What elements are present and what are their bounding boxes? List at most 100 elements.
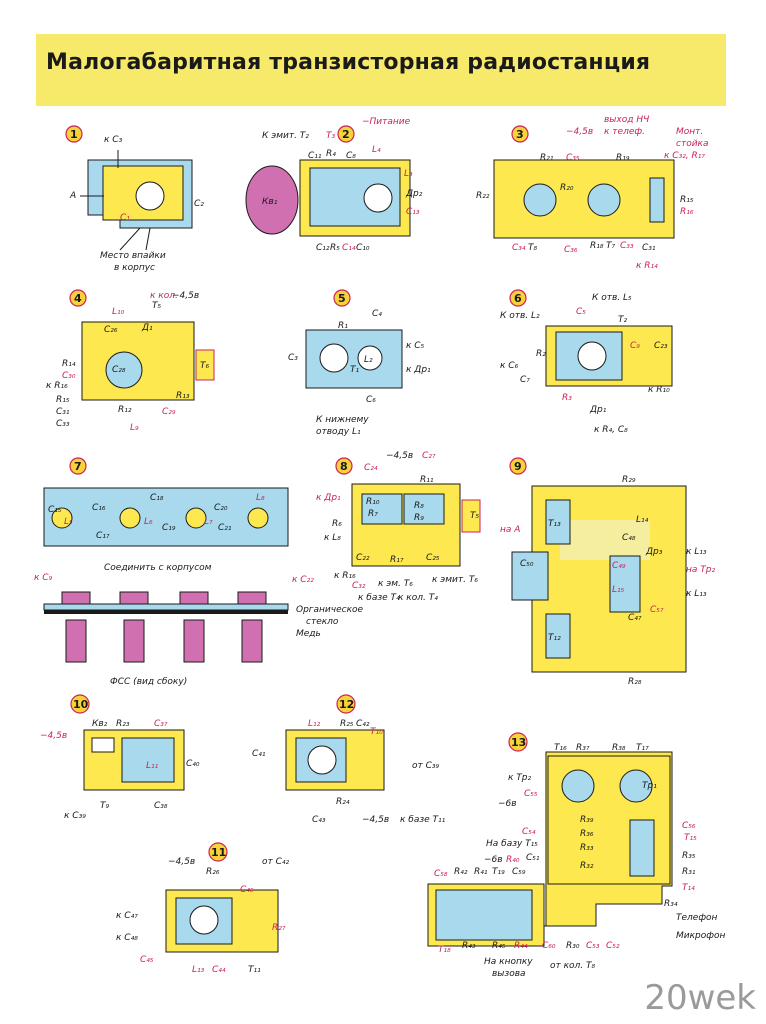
label: R₁₁ xyxy=(420,475,434,485)
label: R₂₃ xyxy=(116,719,130,729)
filter-body xyxy=(123,619,145,663)
label: C₅₀ xyxy=(520,559,534,569)
label: −4,5в xyxy=(386,451,413,461)
panel-3: 3 выход НЧ к телеф. −4,5в R₂₁ C₃₅ R₁₉ Мо… xyxy=(476,115,709,271)
transistor-t13 xyxy=(545,499,571,545)
label: C₂₆ xyxy=(104,325,118,335)
label: C₁₇ xyxy=(96,531,110,541)
panel-number-badge xyxy=(70,694,90,714)
label: C₂₈ xyxy=(112,365,126,375)
label: C₁₉ xyxy=(162,523,176,533)
panel-number: 13 xyxy=(511,736,526,749)
label: −4,5в xyxy=(362,815,389,825)
panel-number: 6 xyxy=(514,292,522,305)
label: C₄₄ xyxy=(212,965,226,975)
panel-12: 12 L₁₂ R₂₅ C₄₂ T₁₀ C₄₁ от C₃₉ R₂₄ C₄₃ −4… xyxy=(252,694,446,825)
panel-number-badge xyxy=(335,457,353,475)
board-blue xyxy=(361,493,403,525)
label: Органическое xyxy=(296,605,364,615)
crystal-kv1 xyxy=(245,165,299,235)
label: T₁₈ xyxy=(438,945,451,955)
label: C₂₂ xyxy=(356,553,370,563)
label: R₄₁ xyxy=(474,867,488,877)
label: −Питание xyxy=(362,117,411,127)
label: L₁₅ xyxy=(612,585,625,595)
label: к телеф. xyxy=(604,127,645,137)
label: к L₁₃ xyxy=(686,547,707,557)
label: −6в xyxy=(498,799,517,809)
label: C₁₀ xyxy=(356,243,370,253)
capacitor-c49 xyxy=(609,555,641,613)
label: К отв. L₅ xyxy=(592,293,632,303)
label: Микрофон xyxy=(676,931,725,941)
label: R₂₄ xyxy=(336,797,350,807)
label: R₅ xyxy=(330,243,340,253)
label: C₃₄ xyxy=(512,243,526,253)
label: R₁₄ xyxy=(62,359,76,369)
label: к C₂₂ xyxy=(292,575,314,585)
label: ФСС (вид сбоку) xyxy=(110,677,187,687)
panel-number-badge xyxy=(69,289,87,307)
label: −4,5в xyxy=(172,291,199,301)
coil-l7 xyxy=(185,507,207,529)
label: от кол. T₈ xyxy=(550,961,596,971)
label: C₃₇ xyxy=(154,719,168,729)
label: C₂₅ xyxy=(426,553,440,563)
label: вызова xyxy=(492,969,526,979)
coil-l13 xyxy=(189,905,219,935)
label: C₃₆ xyxy=(564,245,578,255)
label: Кв₂ xyxy=(92,719,108,729)
panel-6: 6 К отв. L₅ К отв. L₂ C₅ T₂ C₉ C₂₃ R₂ к … xyxy=(500,289,673,435)
transistor-t12 xyxy=(545,613,571,659)
label: R₂₉ xyxy=(622,475,636,485)
label: К отв. L₂ xyxy=(500,311,540,321)
label: к базе T₄ xyxy=(358,593,400,603)
label: T₁ xyxy=(350,365,359,375)
label: T₁₄ xyxy=(682,883,695,893)
panel-number-badge xyxy=(336,694,356,714)
label: R₃ xyxy=(562,393,572,403)
label: −4,5в xyxy=(168,857,195,867)
label: к Др₁ xyxy=(406,365,431,375)
label: C₄₇ xyxy=(628,613,642,623)
glass-layer xyxy=(43,603,289,611)
label: R₂ xyxy=(536,349,546,359)
filter-cap xyxy=(119,591,149,605)
label: Др₁ xyxy=(589,405,607,415)
board-blue xyxy=(43,487,289,547)
label: C₃₅ xyxy=(566,153,580,163)
label: C₃₁ xyxy=(56,407,70,417)
label: на А xyxy=(500,525,520,535)
label: C₁₃ xyxy=(406,207,420,217)
label: C₄₉ xyxy=(612,561,626,571)
label: C₅₄ xyxy=(522,827,536,837)
label: к C₅ xyxy=(406,341,425,351)
label: C₄₁ xyxy=(252,749,266,759)
label: К нижнему xyxy=(316,415,369,425)
label: R₃₂ xyxy=(580,861,594,871)
panel-9: 9 R₂₉ на А T₁₃ L₁₄ C₄₈ Др₃ к L₁₃ на Тр₂ … xyxy=(500,457,715,687)
label: R₁₃ xyxy=(176,391,190,401)
label: к L₈ xyxy=(324,533,341,543)
label: Др₂ xyxy=(405,189,423,199)
panel-number-badge xyxy=(508,732,528,752)
panel-number: 12 xyxy=(339,698,354,711)
label: R₃₀ xyxy=(566,941,580,951)
label: T₂ xyxy=(618,315,627,325)
label: На базу T₁₅ xyxy=(486,839,538,849)
label: C₉ xyxy=(630,341,640,351)
panel-11: 11 −4,5в R₂₆ от C₄₂ C₄₆ к C₄₇ R₂₇ к C₄₈ … xyxy=(116,842,290,975)
label: к Др₁ xyxy=(316,493,341,503)
label: L₁₃ xyxy=(192,965,205,975)
transformer-tr1 xyxy=(629,819,655,877)
label: C₃₈ xyxy=(154,801,168,811)
panel-number: 10 xyxy=(73,698,89,711)
panel-1: 1 к C₃ A C₂ C₁ Место впайки в корпус xyxy=(65,125,204,273)
label: R₈ xyxy=(414,501,424,511)
label: T₃ xyxy=(326,131,335,141)
label: R₄₀ xyxy=(506,855,520,865)
label: C₂₃ xyxy=(654,341,668,351)
label: T₁₀ xyxy=(370,727,383,737)
watermark: 20wek xyxy=(644,978,756,1018)
wire xyxy=(145,227,151,251)
